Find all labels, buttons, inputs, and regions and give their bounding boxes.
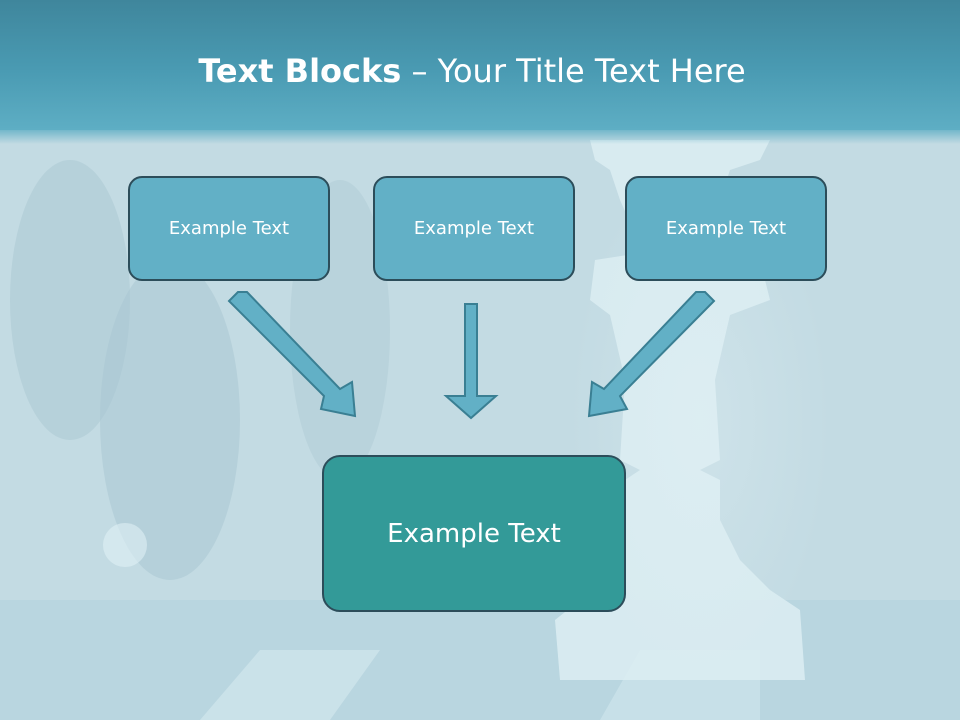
title-rest: Your Title Text Here (437, 52, 746, 90)
title-separator: – (401, 52, 438, 90)
result-block-label: Example Text (387, 518, 561, 549)
result-block[interactable]: Example Text (322, 455, 626, 612)
text-block-left-label: Example Text (168, 218, 290, 239)
text-block-center[interactable]: Example Text (373, 176, 575, 281)
text-block-right-label: Example Text (665, 218, 787, 239)
arrow-left (227, 291, 357, 418)
text-block-right[interactable]: Example Text (625, 176, 827, 281)
title-bar (0, 0, 960, 144)
text-block-center-label: Example Text (413, 218, 535, 239)
title-bold: Text Blocks (198, 52, 402, 90)
arrow-center (443, 303, 499, 420)
slide-title: Text Blocks – Your Title Text Here (0, 52, 944, 90)
text-block-left[interactable]: Example Text (128, 176, 330, 281)
arrow-right (587, 291, 716, 418)
